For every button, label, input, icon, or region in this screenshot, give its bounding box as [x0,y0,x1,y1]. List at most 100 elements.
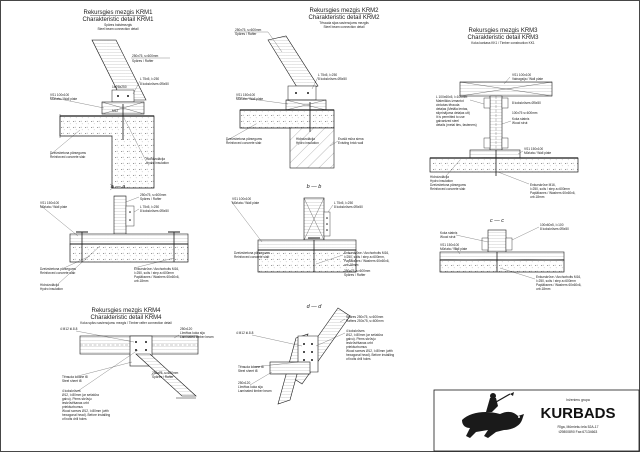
section-d-l15: Līmētas koka sija [238,385,263,389]
krm3-l11: 8 kokskrūves Ø5x50 [512,101,541,105]
krm3-l22: l=250, solis / step a=600mm [530,187,570,191]
firm-phone: t29800890 Fax:67134663 [559,430,598,434]
krm1-sub: Spāres balstmezgls [104,23,132,27]
krm2-sub: Tērauda sijas savienojums mezglis [319,21,369,25]
section-a-l9: Hidroizolācija [40,283,59,287]
krm1-rafter [91,39,147,101]
krm3-l2: Vainagsija / Wall plate [512,77,543,81]
krm2-l9: Hidroizolācija [296,137,315,141]
section-b-l1: VS1 100x100 [232,197,251,201]
section-b-l9: Paplāksnes / Washers 60x60x6, [344,259,390,263]
krm4-l7: 250x75, s=600mm [152,371,179,375]
section-d-l10: hexagonal head). Before installing [346,353,394,357]
krm1-l7: VS1 100x100 [50,93,69,97]
krm3-l21: Enkurskrūve M16, [530,183,556,187]
krm3-l13: Koka statnis [512,117,530,121]
krm2-l3: L 75x5, l=250 [318,73,337,77]
section-c-l7: Enkurskrūve / Anchorbolts M16, [536,275,581,279]
section-c-l6: Mūrlatа / Wall plate [440,247,467,251]
krm3-title: Rekursgies mezgis KRM3 [468,28,538,34]
section-b-l5: Dzelzsbetona pārsegums [234,251,270,255]
section-b-b: b — b VS1 100x100 Mūrlatа / Wall plate L… [230,184,390,277]
krm3-wall-plate [469,149,521,159]
krm1-sub-en: Steel beam connection detail [98,27,139,31]
krm1-l5: 1xΦ8x250 [112,85,127,89]
section-c-l2: 8 kokskrūves Ø5x50 [540,227,569,231]
section-d-l9: Wood screws Ø12, l=80mm (with [346,349,393,353]
section-a-l10: Hydro insulation [40,287,63,291]
section-c-c: c — c 100x60x5, l=100 8 kokskrūves Ø5x50… [439,218,582,291]
detail-krm4: Rekursgies mezgis KRM4 Charakteristic de… [60,308,214,421]
krm4-l6: Steel sheet t8 [62,379,82,383]
krm3-l16: Mūrlatа / Wall plate [524,151,551,155]
section-d-l14: 250x120 [238,381,250,385]
section-c-slab [439,259,565,273]
section-d-l12: Tērauda lokane t8 [238,365,264,369]
krm1-l1: 250x75, s=600mm [132,54,159,58]
krm1-l2: Spāres / Rafter [132,59,154,63]
krm4-l12: ieskrūvēšanas urbt [62,401,89,405]
section-a-l13: Paplāksnes / Washers 60x60x6, [134,275,180,279]
krm1-l11: Hidroizolācija [146,157,165,161]
krm3-l6: detaļas (Metāla lentas, [436,107,468,111]
krm3-concrete-slab [429,157,579,173]
section-b-title: b — b [307,184,322,190]
section-c-l10: urb.18mm [536,287,551,291]
krm4-title: Rekursgies mezgis KRM4 [91,308,161,314]
krm3-l14: Wood strut [512,121,527,125]
section-a-l14: urb.18mm [134,279,149,283]
krm1-l8: Mūrlatа / Wall plate [50,97,77,101]
brand-name: KURBADS [541,405,616,422]
krm2-concrete-slab [239,109,335,129]
krm4-l10: Ø12, l=80mm (ar sešstūra [62,393,99,397]
krm3-l5: cinkotas tērauda [436,103,460,107]
section-a-l8: Reinforced concrete slab [40,271,75,275]
krm4-l3: Līmētas koka sija [180,331,205,335]
krm4-l16: of bolts drill holes [62,417,87,421]
detail-krm1: Rekursgies mezgis KRM1 Charakteristic de… [49,10,170,191]
krm4-l8: Spāres / Rafter [152,375,174,379]
krm2-l5: VS1 150x100 [236,93,255,97]
krm2-l10: Hydro insulation [296,141,319,145]
krm2-title: Rekursgies mezgis KRM2 [309,8,379,14]
section-b-l6: Reinforced concrete slab [234,255,269,259]
section-b-slab [257,249,357,273]
section-a-l5: VS1 150x100 [40,201,59,205]
krm2-l1: 250x75, s=600mm [235,28,262,32]
section-d-l16: Laminated timber beam [238,389,272,393]
section-b-l8: l=250, solis / step a=600mm, [344,255,385,259]
section-d-l7: ieskrūvēšanas urbt [346,341,373,345]
krm4-l11: galvu). Pirms skrūvju [62,397,92,401]
section-c-strut [487,229,507,253]
section-a-wall-plate [69,233,189,245]
krm2-rafter [267,35,319,93]
krm4-sub: Koka spāru savienojumu mezgls / Timber r… [80,321,172,325]
krm2-sub-en: Steel beam connection detail [324,25,365,29]
section-c-title: c — c [490,218,504,224]
krm3-l7: stiprinājuma detaļas utt) [436,111,470,115]
section-d-l1: 4 M12 kl.8.8 [236,331,254,335]
krm3-title-en: Charakteristic detail KRM3 [467,35,539,41]
section-c-l8: l=250, solis / step a=600mm [536,279,576,283]
krm4-l1: 4 M12 kl.8.8 [60,327,78,331]
krm2-l4: 8 kokskrūves Ø5x50 [318,77,347,81]
section-c-l1: 100x60x5, l=100 [540,223,564,227]
krm3-l8: It is permitted to use [436,115,465,119]
section-c-l3: Koka statnis [440,231,458,235]
krm4-l13: priekšurbumus [62,405,83,409]
section-d-l8: priekšurbumus [346,345,367,349]
krm2-brick-wall [289,127,335,169]
krm2-l2: Spāres / Rafter [235,32,257,36]
krm4-rafter [135,353,197,397]
krm4-title-en: Charakteristic detail KRM4 [90,315,162,321]
section-a-l4: 8 kokskrūves Ø5x50 [140,209,169,213]
section-a-rafter [113,195,127,235]
section-d-l13: Steel sheet t8 [238,369,258,373]
knight-on-wolf-logo-icon [462,392,524,438]
section-b-l4: 8 kokskrūves Ø5x50 [334,205,363,209]
krm3-sub: Koka karkass KK1 / Timber construction K… [471,41,535,45]
section-a-l3: L 75x5, l=250 [140,205,159,209]
section-d-d: d — d 4 M12 kl.8.8 Spāres 250x75, s=600m… [236,304,394,405]
